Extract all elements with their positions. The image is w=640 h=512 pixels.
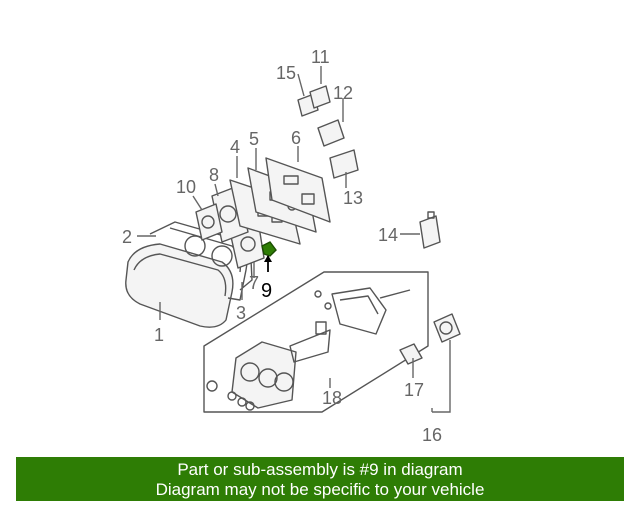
callout-5: 5 — [249, 129, 259, 149]
callout-11: 11 — [311, 47, 330, 67]
callout-labels: 1 2 3 4 5 6 7 8 9 10 11 12 13 14 15 16 1… — [122, 47, 442, 445]
callout-8: 8 — [209, 165, 219, 185]
part-14-sensor[interactable] — [419, 211, 441, 249]
banner-line-1: Part or sub-assembly is #9 in diagram — [177, 460, 463, 479]
part-9-bulb[interactable] — [261, 241, 277, 257]
banner-line-2: Diagram may not be specific to your vehi… — [155, 480, 485, 499]
callout-16: 16 — [422, 425, 442, 445]
callout-13: 13 — [343, 188, 363, 208]
callout-1: 1 — [154, 325, 164, 345]
callout-4: 4 — [230, 137, 240, 157]
callout-14: 14 — [378, 225, 398, 245]
part-16-sensor-assembly[interactable] — [433, 313, 461, 343]
part-13-switch[interactable] — [329, 149, 359, 179]
part-11-switch[interactable] — [309, 85, 331, 109]
callout-10: 10 — [176, 177, 196, 197]
part-18-climate-control-group[interactable] — [203, 271, 429, 413]
part-info-banner: Part or sub-assembly is #9 in diagram Di… — [16, 457, 624, 501]
part-17-sensor[interactable] — [399, 343, 423, 365]
callout-15: 15 — [276, 63, 296, 83]
leader-lines — [137, 66, 451, 413]
part-6-circuit-board[interactable] — [265, 157, 331, 223]
callout-6: 6 — [291, 128, 301, 148]
callout-2: 2 — [122, 227, 132, 247]
callout-7: 7 — [249, 273, 259, 293]
part-1-lens[interactable] — [125, 243, 234, 328]
callout-18: 18 — [322, 388, 342, 408]
parts-diagram: 1 2 3 4 5 6 7 8 9 10 11 12 13 14 15 16 1… — [122, 47, 461, 445]
leader-line-9 — [264, 255, 272, 272]
part-12-switch[interactable] — [317, 119, 345, 147]
part-10-gauge[interactable] — [195, 203, 223, 241]
callout-9: 9 — [261, 280, 272, 302]
callout-17: 17 — [404, 380, 424, 400]
callout-12: 12 — [333, 83, 353, 103]
callout-3: 3 — [236, 303, 246, 323]
